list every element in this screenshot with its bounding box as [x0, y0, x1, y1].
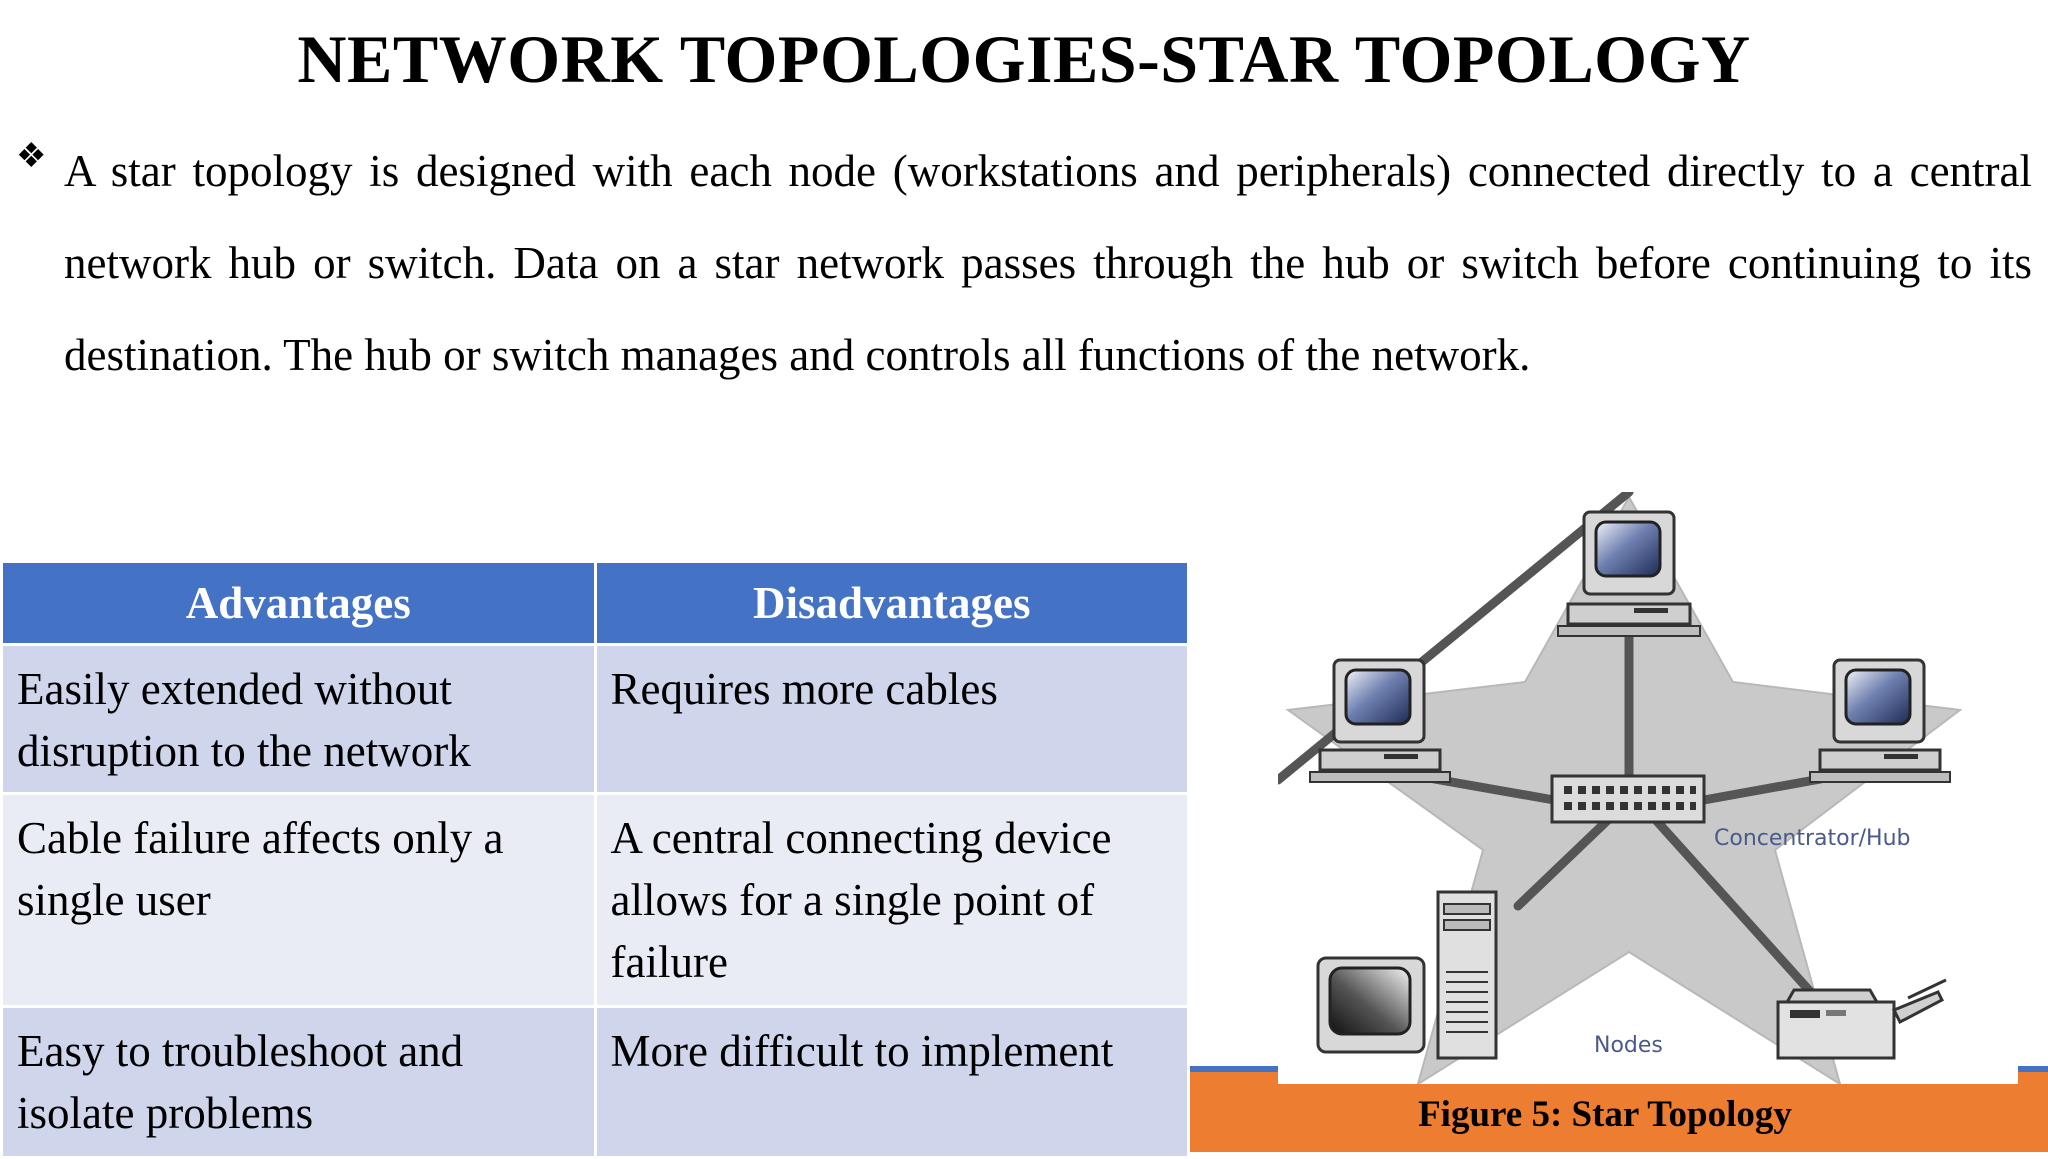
star-topology-figure: Concentrator/Hub Nodes [1273, 487, 2018, 1087]
header-disadvantages: Disadvantages [593, 560, 1190, 646]
bullet-text: A star topology is designed with each no… [64, 146, 2032, 380]
disadvantage-cell: Requires more cables [593, 643, 1190, 795]
table-row: Cable failure affects only a single user… [0, 792, 1190, 1008]
crt-monitor-icon [1316, 956, 1426, 1054]
advantage-cell: Easy to troubleshoot and isolate problem… [0, 1005, 597, 1159]
workstation-icon [1309, 658, 1451, 783]
header-advantages: Advantages [0, 560, 597, 646]
bullet-paragraph: ❖ A star topology is designed with each … [16, 125, 2032, 401]
nodes-label: Nodes [1594, 1033, 1663, 1058]
advantage-cell: Easily extended without disruption to th… [0, 643, 597, 795]
disadvantage-cell: More difficult to implement [593, 1005, 1190, 1159]
workstation-icon [1809, 658, 1951, 783]
diamond-bullet-icon: ❖ [16, 138, 47, 175]
disadvantage-cell: A central connecting device allows for a… [593, 792, 1190, 1008]
slide-title: NETWORK TOPOLOGIES-STAR TOPOLOGY [297, 21, 1751, 97]
hub-label: Concentrator/Hub [1714, 826, 1911, 851]
workstation-icon [1557, 510, 1701, 637]
table-row: Easily extended without disruption to th… [0, 643, 1190, 795]
advantages-table: Advantages Disadvantages Easily extended… [0, 560, 1190, 1159]
tower-computer-icon [1436, 890, 1498, 1060]
figure-caption: Figure 5: Star Topology [1418, 1094, 1792, 1135]
printer-icon [1776, 978, 1947, 1060]
advantage-cell: Cable failure affects only a single user [0, 792, 597, 1008]
hub-icon [1550, 774, 1706, 824]
table-row: Easy to troubleshoot and isolate problem… [0, 1005, 1190, 1159]
